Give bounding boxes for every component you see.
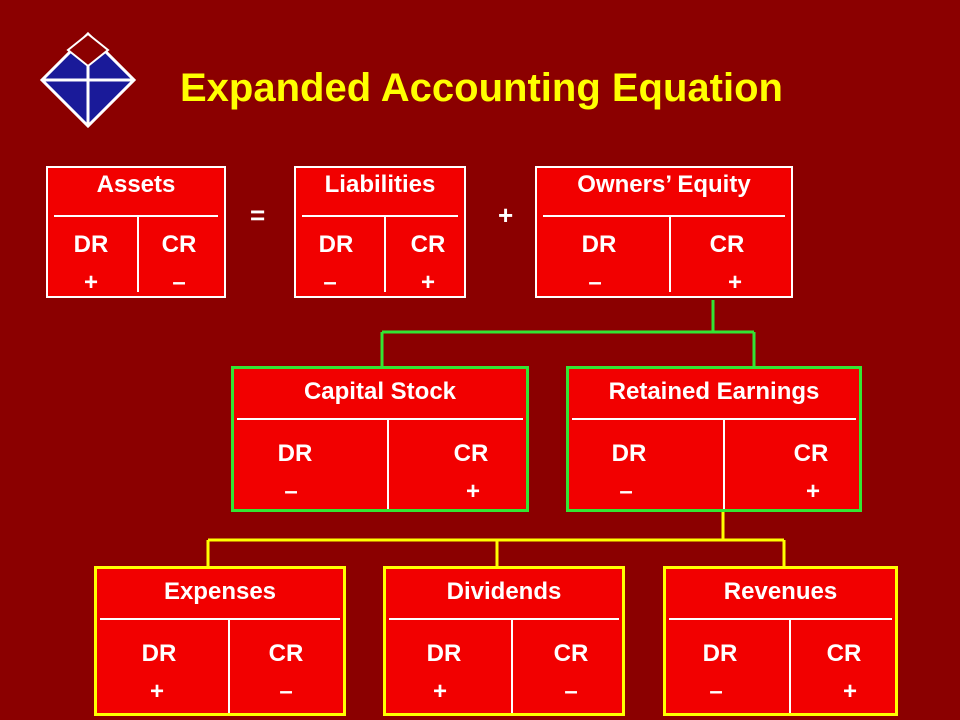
debit-label: DR	[611, 440, 647, 467]
credit-sign: +	[420, 269, 435, 296]
credit-sign: +	[805, 478, 820, 505]
account-capital-stock: Capital Stock DR CR – +	[231, 366, 529, 512]
account-name: Expenses	[163, 578, 277, 605]
credit-sign: +	[727, 269, 742, 296]
credit-sign: –	[564, 678, 578, 705]
credit-label: CR	[161, 231, 197, 258]
diamond-logo-icon	[39, 31, 137, 129]
credit-label: CR	[553, 640, 589, 667]
debit-sign: –	[323, 269, 337, 296]
credit-label: CR	[453, 440, 489, 467]
account-dividends: Dividends DR CR + –	[383, 566, 625, 716]
debit-sign: +	[149, 678, 164, 705]
page-title: Expanded Accounting Equation	[180, 66, 783, 110]
debit-label: DR	[277, 440, 313, 467]
account-revenues: Revenues DR CR – +	[663, 566, 898, 716]
credit-label: CR	[268, 640, 304, 667]
credit-sign: –	[172, 269, 186, 296]
account-name: Capital Stock	[303, 378, 457, 405]
account-name: Assets	[96, 171, 176, 198]
account-liabilities: Liabilities DR CR – +	[294, 166, 466, 298]
credit-label: CR	[709, 231, 745, 258]
credit-label: CR	[826, 640, 862, 667]
debit-label: DR	[141, 640, 177, 667]
debit-label: DR	[702, 640, 738, 667]
credit-label: CR	[410, 231, 446, 258]
account-retained-earnings: Retained Earnings DR CR – +	[566, 366, 862, 512]
debit-sign: –	[619, 478, 633, 505]
account-expenses: Expenses DR CR + –	[94, 566, 346, 716]
debit-sign: –	[284, 478, 298, 505]
debit-label: DR	[318, 231, 354, 258]
credit-sign: +	[465, 478, 480, 505]
debit-sign: –	[588, 269, 602, 296]
account-assets: Assets DR CR + –	[46, 166, 226, 298]
account-name: Dividends	[446, 578, 562, 605]
debit-sign: –	[709, 678, 723, 705]
credit-sign: –	[279, 678, 293, 705]
equals-sign: =	[250, 200, 266, 230]
debit-sign: +	[432, 678, 447, 705]
debit-sign: +	[83, 269, 98, 296]
debit-label: DR	[73, 231, 109, 258]
credit-label: CR	[793, 440, 829, 467]
account-name: Owners’ Equity	[577, 171, 751, 198]
account-name: Liabilities	[324, 171, 436, 198]
debit-label: DR	[426, 640, 462, 667]
plus-sign: +	[498, 200, 514, 230]
account-owners-equity: Owners’ Equity DR CR – +	[535, 166, 793, 298]
credit-sign: +	[842, 678, 857, 705]
debit-label: DR	[581, 231, 617, 258]
account-name: Revenues	[723, 578, 838, 605]
account-name: Retained Earnings	[608, 378, 820, 405]
